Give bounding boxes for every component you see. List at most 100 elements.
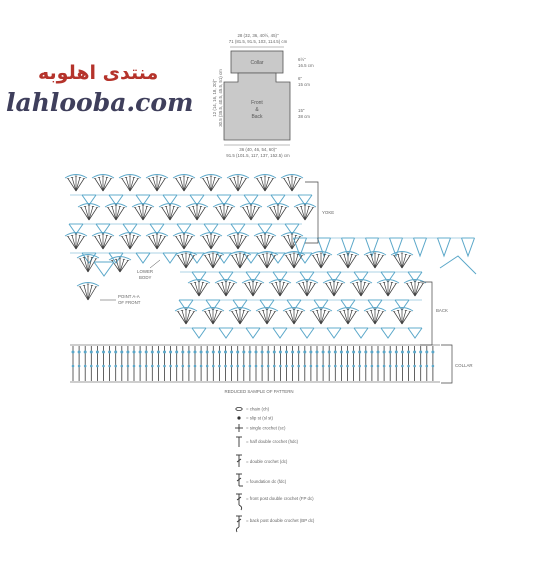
- collar-bead: [309, 350, 313, 354]
- shell-stitch: [87, 286, 97, 301]
- chain-arc: [293, 203, 317, 208]
- shell-stitch: [387, 283, 397, 297]
- collar-bead: [193, 364, 197, 368]
- collar-bead: [138, 350, 142, 354]
- shell-stitch: [102, 235, 108, 250]
- half-double-crochet-icon: [236, 436, 242, 447]
- collar-bead: [376, 350, 380, 354]
- shell-stitch: [343, 310, 349, 325]
- collar-bead: [291, 350, 295, 354]
- bottom-measure-1: 36 (40, 46, 54, 60)": [239, 147, 277, 152]
- collar-bead: [71, 364, 75, 368]
- shell-stitch: [87, 285, 93, 301]
- legend-text-fpdc-1: = front post double crochet (FP dc): [246, 496, 314, 501]
- collar-bead: [297, 350, 301, 354]
- collar-bead: [352, 350, 356, 354]
- v-stitch: [218, 327, 234, 339]
- collar-bead: [382, 364, 386, 368]
- shell-stitch: [304, 207, 314, 221]
- single-crochet-icon: [235, 424, 243, 432]
- v-stitch: [380, 327, 396, 339]
- shell-stitch: [370, 254, 376, 269]
- shell-stitch: [264, 177, 270, 192]
- chain-arc: [64, 232, 88, 237]
- collar-bead: [175, 350, 179, 354]
- chain-arc: [172, 232, 196, 237]
- collar-bead: [340, 364, 343, 368]
- right-measure-1a: 6½": [298, 57, 306, 62]
- shell-stitch: [229, 178, 239, 192]
- body-label-3: Back: [251, 114, 263, 120]
- chain-arc: [145, 174, 169, 179]
- collar-bead: [169, 350, 173, 354]
- shell-stitch: [119, 260, 129, 273]
- shell-stitch: [258, 311, 268, 325]
- collar-bead: [83, 350, 87, 354]
- shell-stitch: [316, 310, 322, 325]
- collar-bead: [230, 350, 234, 354]
- watermark-arabic: منتدى اهلوبه: [38, 62, 159, 84]
- collar-bead: [90, 364, 93, 368]
- shell-stitch: [129, 178, 139, 192]
- chain-arc: [118, 174, 142, 179]
- collar-bead: [382, 350, 386, 354]
- collar-bead: [364, 364, 368, 368]
- shell-stitch: [115, 207, 125, 221]
- collar-bead: [126, 364, 130, 368]
- shell-stitch: [298, 283, 308, 297]
- shell-stitch: [229, 236, 239, 250]
- shell-stitch: [79, 286, 89, 301]
- shell-stitch: [71, 177, 77, 192]
- legend-text-slip: = slip st (sl st): [246, 416, 273, 421]
- collar-bead: [248, 350, 252, 354]
- collar-bead: [102, 350, 105, 354]
- chain-arc: [64, 174, 88, 179]
- chain-arc: [241, 279, 265, 284]
- shell-stitch: [111, 206, 117, 221]
- shell-stitch: [87, 257, 93, 273]
- shell-stitch: [221, 282, 227, 297]
- shell-stitch: [366, 311, 376, 325]
- shell-stitch: [304, 206, 310, 221]
- shell-stitch: [161, 207, 171, 221]
- collar-label: Collar: [250, 60, 263, 66]
- shell-stitch: [347, 254, 353, 269]
- collar-bead: [272, 350, 276, 354]
- collar-bead: [157, 364, 160, 368]
- shell-stitch: [210, 178, 220, 192]
- chain-arc: [91, 174, 115, 179]
- shell-stitch: [98, 177, 104, 192]
- collar-bead: [315, 364, 319, 368]
- shell-stitch: [246, 206, 252, 221]
- collar-bead: [413, 364, 416, 368]
- shell-stitch: [414, 282, 420, 297]
- collar-bead: [212, 364, 215, 368]
- collar-bead: [77, 350, 81, 354]
- collar-bead: [425, 364, 429, 368]
- collar-bead: [71, 350, 75, 354]
- collar-bead: [96, 364, 99, 368]
- shell-stitch: [87, 258, 97, 273]
- legend-text-dc: = double crochet (dc): [246, 459, 288, 464]
- shell-stitch: [148, 236, 158, 250]
- collar-bead: [254, 364, 258, 368]
- chain-arc: [253, 174, 277, 179]
- shell-stitch: [347, 311, 357, 325]
- shell-stitch: [235, 310, 241, 325]
- shell-stitch: [179, 177, 185, 192]
- shell-stitch: [262, 254, 268, 269]
- collar-bead: [309, 364, 313, 368]
- collar-bead: [132, 364, 136, 368]
- shell-stitch: [202, 236, 212, 250]
- collar-bead: [102, 364, 105, 368]
- shell-stitch: [185, 255, 195, 269]
- shell-stitch: [287, 235, 293, 250]
- shell-stitch: [312, 311, 322, 325]
- shell-stitch: [202, 178, 212, 192]
- v-stitch: [93, 261, 115, 277]
- shell-stitch: [300, 206, 306, 221]
- shell-stitch: [204, 311, 214, 325]
- shell-stitch: [302, 282, 308, 297]
- shell-stitch: [283, 236, 293, 250]
- collar-bead: [376, 364, 380, 368]
